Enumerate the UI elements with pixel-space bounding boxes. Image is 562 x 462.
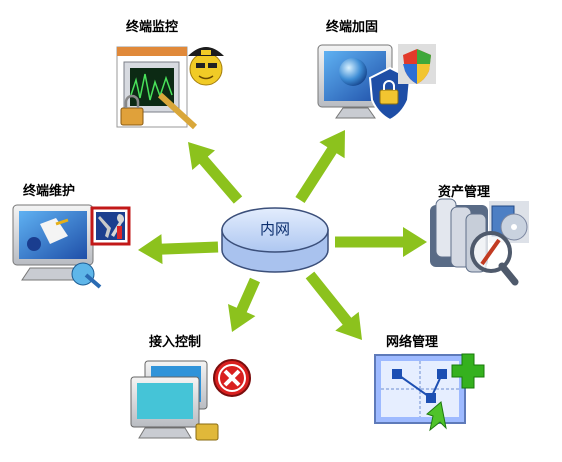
label-network-management: 网络管理 [386, 335, 439, 350]
arrows-layer [138, 130, 427, 340]
computer-tools-icon [12, 204, 131, 289]
network-map-plus-icon [374, 353, 485, 432]
label-asset-management: 资产管理 [438, 185, 491, 200]
intranet-disk [221, 207, 329, 273]
label-terminal-monitoring: 终端监控 [126, 20, 179, 35]
center-label-intranet: 内网 [259, 220, 290, 238]
label-terminal-hardening: 终端加固 [326, 20, 379, 35]
shield-lock-icon [317, 44, 436, 122]
label-terminal-maintenance: 终端维护 [23, 184, 76, 199]
monitor-police-icon [116, 46, 224, 130]
arrow-to-hardening [295, 130, 345, 203]
label-access-control: 接入控制 [149, 335, 202, 350]
arrow-to-monitoring [188, 142, 243, 204]
arrow-to-network [305, 271, 362, 340]
arrow-to-access [228, 277, 260, 332]
computers-deny-icon [130, 359, 251, 441]
arrow-to-asset [335, 227, 427, 257]
arrow-to-maintenance [138, 234, 219, 265]
database-magnifier-icon [430, 198, 529, 286]
